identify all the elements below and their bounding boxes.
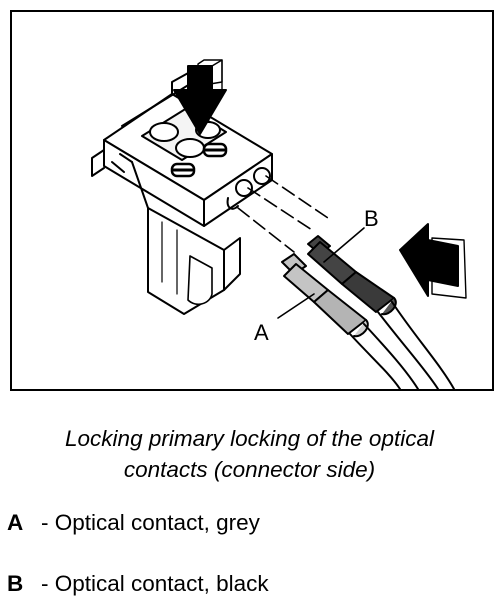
callout-label-a: A <box>254 320 269 345</box>
figure-caption: Locking primary locking of the optical c… <box>65 426 434 482</box>
optical-contact-grey <box>281 253 419 389</box>
legend-text-a: - Optical contact, grey <box>41 510 260 535</box>
insertion-guide-lines <box>237 175 329 253</box>
connector-housing <box>91 71 273 315</box>
legend-row-a: A - Optical contact, grey <box>7 510 260 536</box>
figure-frame: B A <box>10 10 494 391</box>
push-down-arrow-icon <box>173 59 227 135</box>
legend-text-b: - Optical contact, black <box>41 571 269 596</box>
optical-contact-black <box>307 235 455 389</box>
leader-line-a <box>277 293 315 319</box>
callout-label-b: B <box>364 206 379 231</box>
push-left-arrow-icon <box>399 223 467 299</box>
legend-key-b: B <box>7 571 24 596</box>
legend-key-a: A <box>7 510 24 535</box>
legend-row-b: B - Optical contact, black <box>7 571 269 597</box>
connector-illustration: B A <box>91 59 467 389</box>
leader-line-b <box>323 227 365 263</box>
